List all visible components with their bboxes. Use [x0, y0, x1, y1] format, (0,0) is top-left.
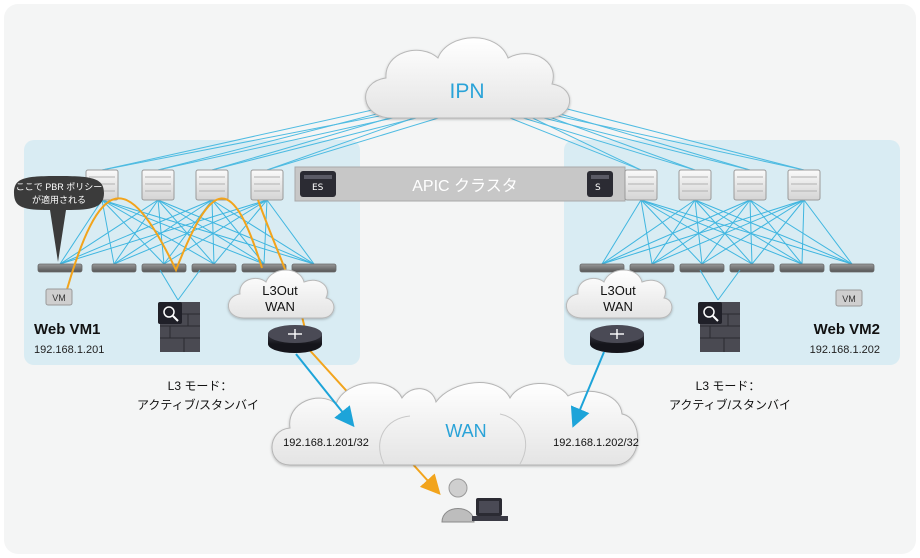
advertise-arrow-right [570, 351, 605, 428]
vm-badge-left-label: VM [52, 293, 66, 303]
apic-cluster-bar [294, 166, 626, 202]
leaf-switch-icon [91, 263, 137, 273]
leaf-switches [37, 263, 875, 273]
spine-switch-icon [624, 169, 658, 201]
firewall-links [159, 269, 741, 301]
router-icon [268, 325, 322, 353]
route-right: 192.168.1.202/32 [553, 437, 639, 449]
leaf-switch-icon [579, 263, 625, 273]
firewall-icon [698, 302, 740, 352]
mode-left-line2: アクティブ/スタンバイ [137, 397, 259, 412]
ipn-label: IPN [449, 80, 484, 103]
spine-switch-icon [733, 169, 767, 201]
leaf-switch-icon [679, 263, 725, 273]
leaf-switch-icon [829, 263, 875, 273]
callout-line-2: が適用される [32, 194, 86, 205]
l3out-right-line1: L3Out [600, 283, 636, 298]
advertise-arrow-left [295, 353, 355, 428]
apic-server-icon: S [587, 171, 613, 197]
leaf-switch-icon [629, 263, 675, 273]
apic-label: APIC クラスタ [412, 177, 517, 195]
vm-name-right: Web VM2 [814, 321, 880, 338]
spine-switch-icon [787, 169, 821, 201]
right-fabric-links [601, 199, 853, 265]
mode-right-line1: L3 モード： [696, 379, 761, 393]
spine-switch-icon [678, 169, 712, 201]
vm-badge-right [835, 289, 863, 307]
l3out-left-line1: L3Out [262, 283, 298, 298]
callout-line-1: ここで PBR ポリシー [16, 182, 103, 192]
wan-label: WAN [445, 421, 486, 441]
leaf-switch-icon [291, 263, 337, 273]
router-icon [590, 325, 644, 353]
leaf-switch-icon [37, 263, 83, 273]
svg-text:ES: ES [312, 183, 324, 193]
route-left: 192.168.1.201/32 [283, 437, 369, 449]
leaf-switch-icon [241, 263, 287, 273]
leaf-switch-icon [779, 263, 825, 273]
vm-badge-left [45, 288, 73, 306]
spine-switch-icon [141, 169, 175, 201]
spine-switch-icon [195, 169, 229, 201]
left-fabric-links [59, 199, 315, 265]
svg-text:S: S [595, 183, 601, 193]
traffic-path-fabric [63, 197, 263, 301]
apic-server-icon: ES [300, 171, 336, 197]
leaf-switch-icon [729, 263, 775, 273]
ipn-links [101, 103, 805, 171]
spine-switch-icon [250, 169, 284, 201]
l3out-left-line2: WAN [265, 299, 295, 314]
l3out-cloud-icon [228, 269, 335, 319]
pbr-callout [14, 176, 104, 262]
mode-left-line1: L3 モード： [168, 379, 233, 393]
wan-cloud-icon [271, 382, 638, 466]
mode-right-line2: アクティブ/スタンバイ [669, 397, 791, 412]
firewall-icon [158, 302, 200, 352]
leaf-switch-icon [141, 263, 187, 273]
l3out-cloud-icon [566, 269, 673, 319]
l3out-right-line2: WAN [603, 299, 633, 314]
vm-badge-right-label: VM [842, 294, 856, 304]
user-terminal-icon [441, 478, 508, 523]
vm-ip-right: 192.168.1.202 [810, 344, 880, 356]
wan-cloud-outlines [379, 413, 526, 465]
vm-name-left: Web VM1 [34, 321, 100, 338]
spine-switches [85, 169, 821, 201]
leaf-switch-icon [191, 263, 237, 273]
ipn-cloud-icon [365, 37, 570, 119]
vm-ip-left: 192.168.1.201 [34, 344, 104, 356]
